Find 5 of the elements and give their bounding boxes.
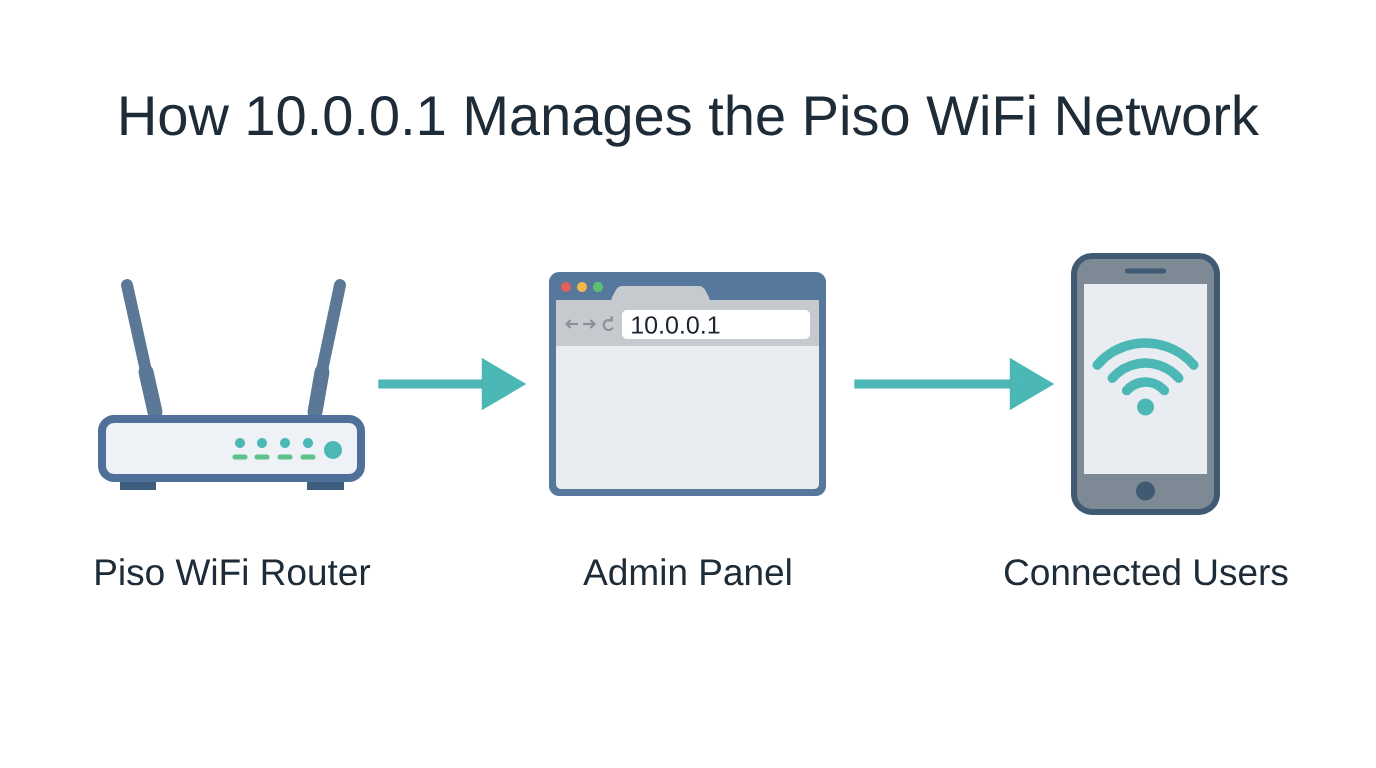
address-bar: 10.0.0.1 bbox=[622, 310, 810, 339]
node-label: Piso WiFi Router bbox=[96, 558, 371, 586]
node-label: Connected Users bbox=[1004, 558, 1288, 586]
title: How 10.0.0.1 Manages the Piso WiFi Network bbox=[121, 94, 1259, 147]
node-label: Admin Panel bbox=[583, 558, 791, 586]
